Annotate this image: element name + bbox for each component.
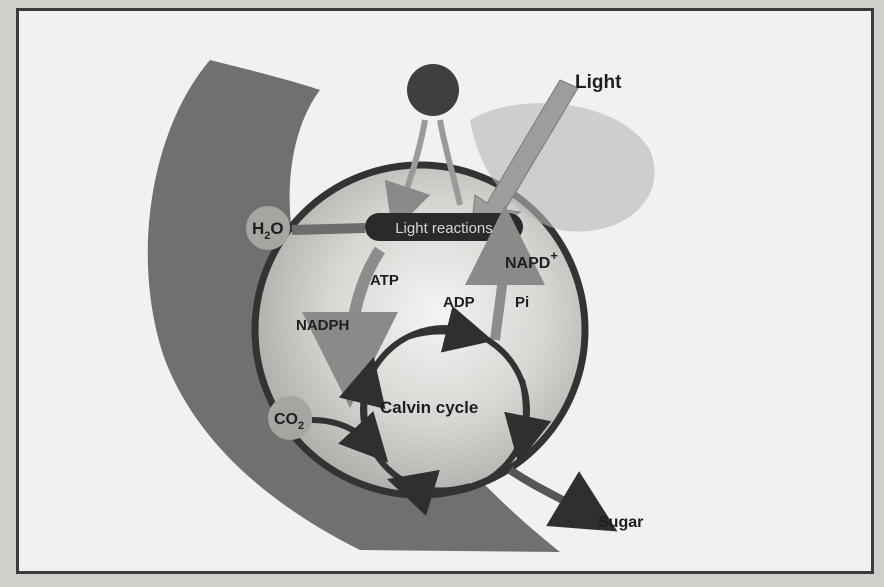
calvin-cycle-label: Calvin cycle <box>380 398 478 417</box>
sugar-label: Sugar <box>598 514 643 531</box>
adp-label: ADP <box>443 294 475 311</box>
sun-icon <box>407 64 459 116</box>
light-reactions-label: Light reactions <box>395 220 493 237</box>
pi-label: Pi <box>515 294 529 311</box>
light-label: Light <box>575 72 622 93</box>
sugar-out-arrow <box>510 470 590 515</box>
atp-label: ATP <box>370 272 399 289</box>
nadph-label: NADPH <box>296 317 349 334</box>
h2o-to-light-arrow <box>292 228 365 230</box>
